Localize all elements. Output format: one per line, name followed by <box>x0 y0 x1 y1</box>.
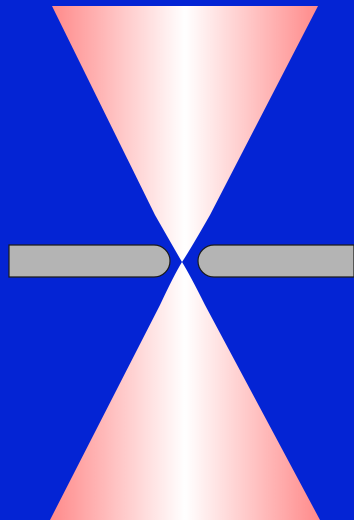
left-electrode <box>9 245 170 277</box>
right-electrode <box>198 245 354 277</box>
